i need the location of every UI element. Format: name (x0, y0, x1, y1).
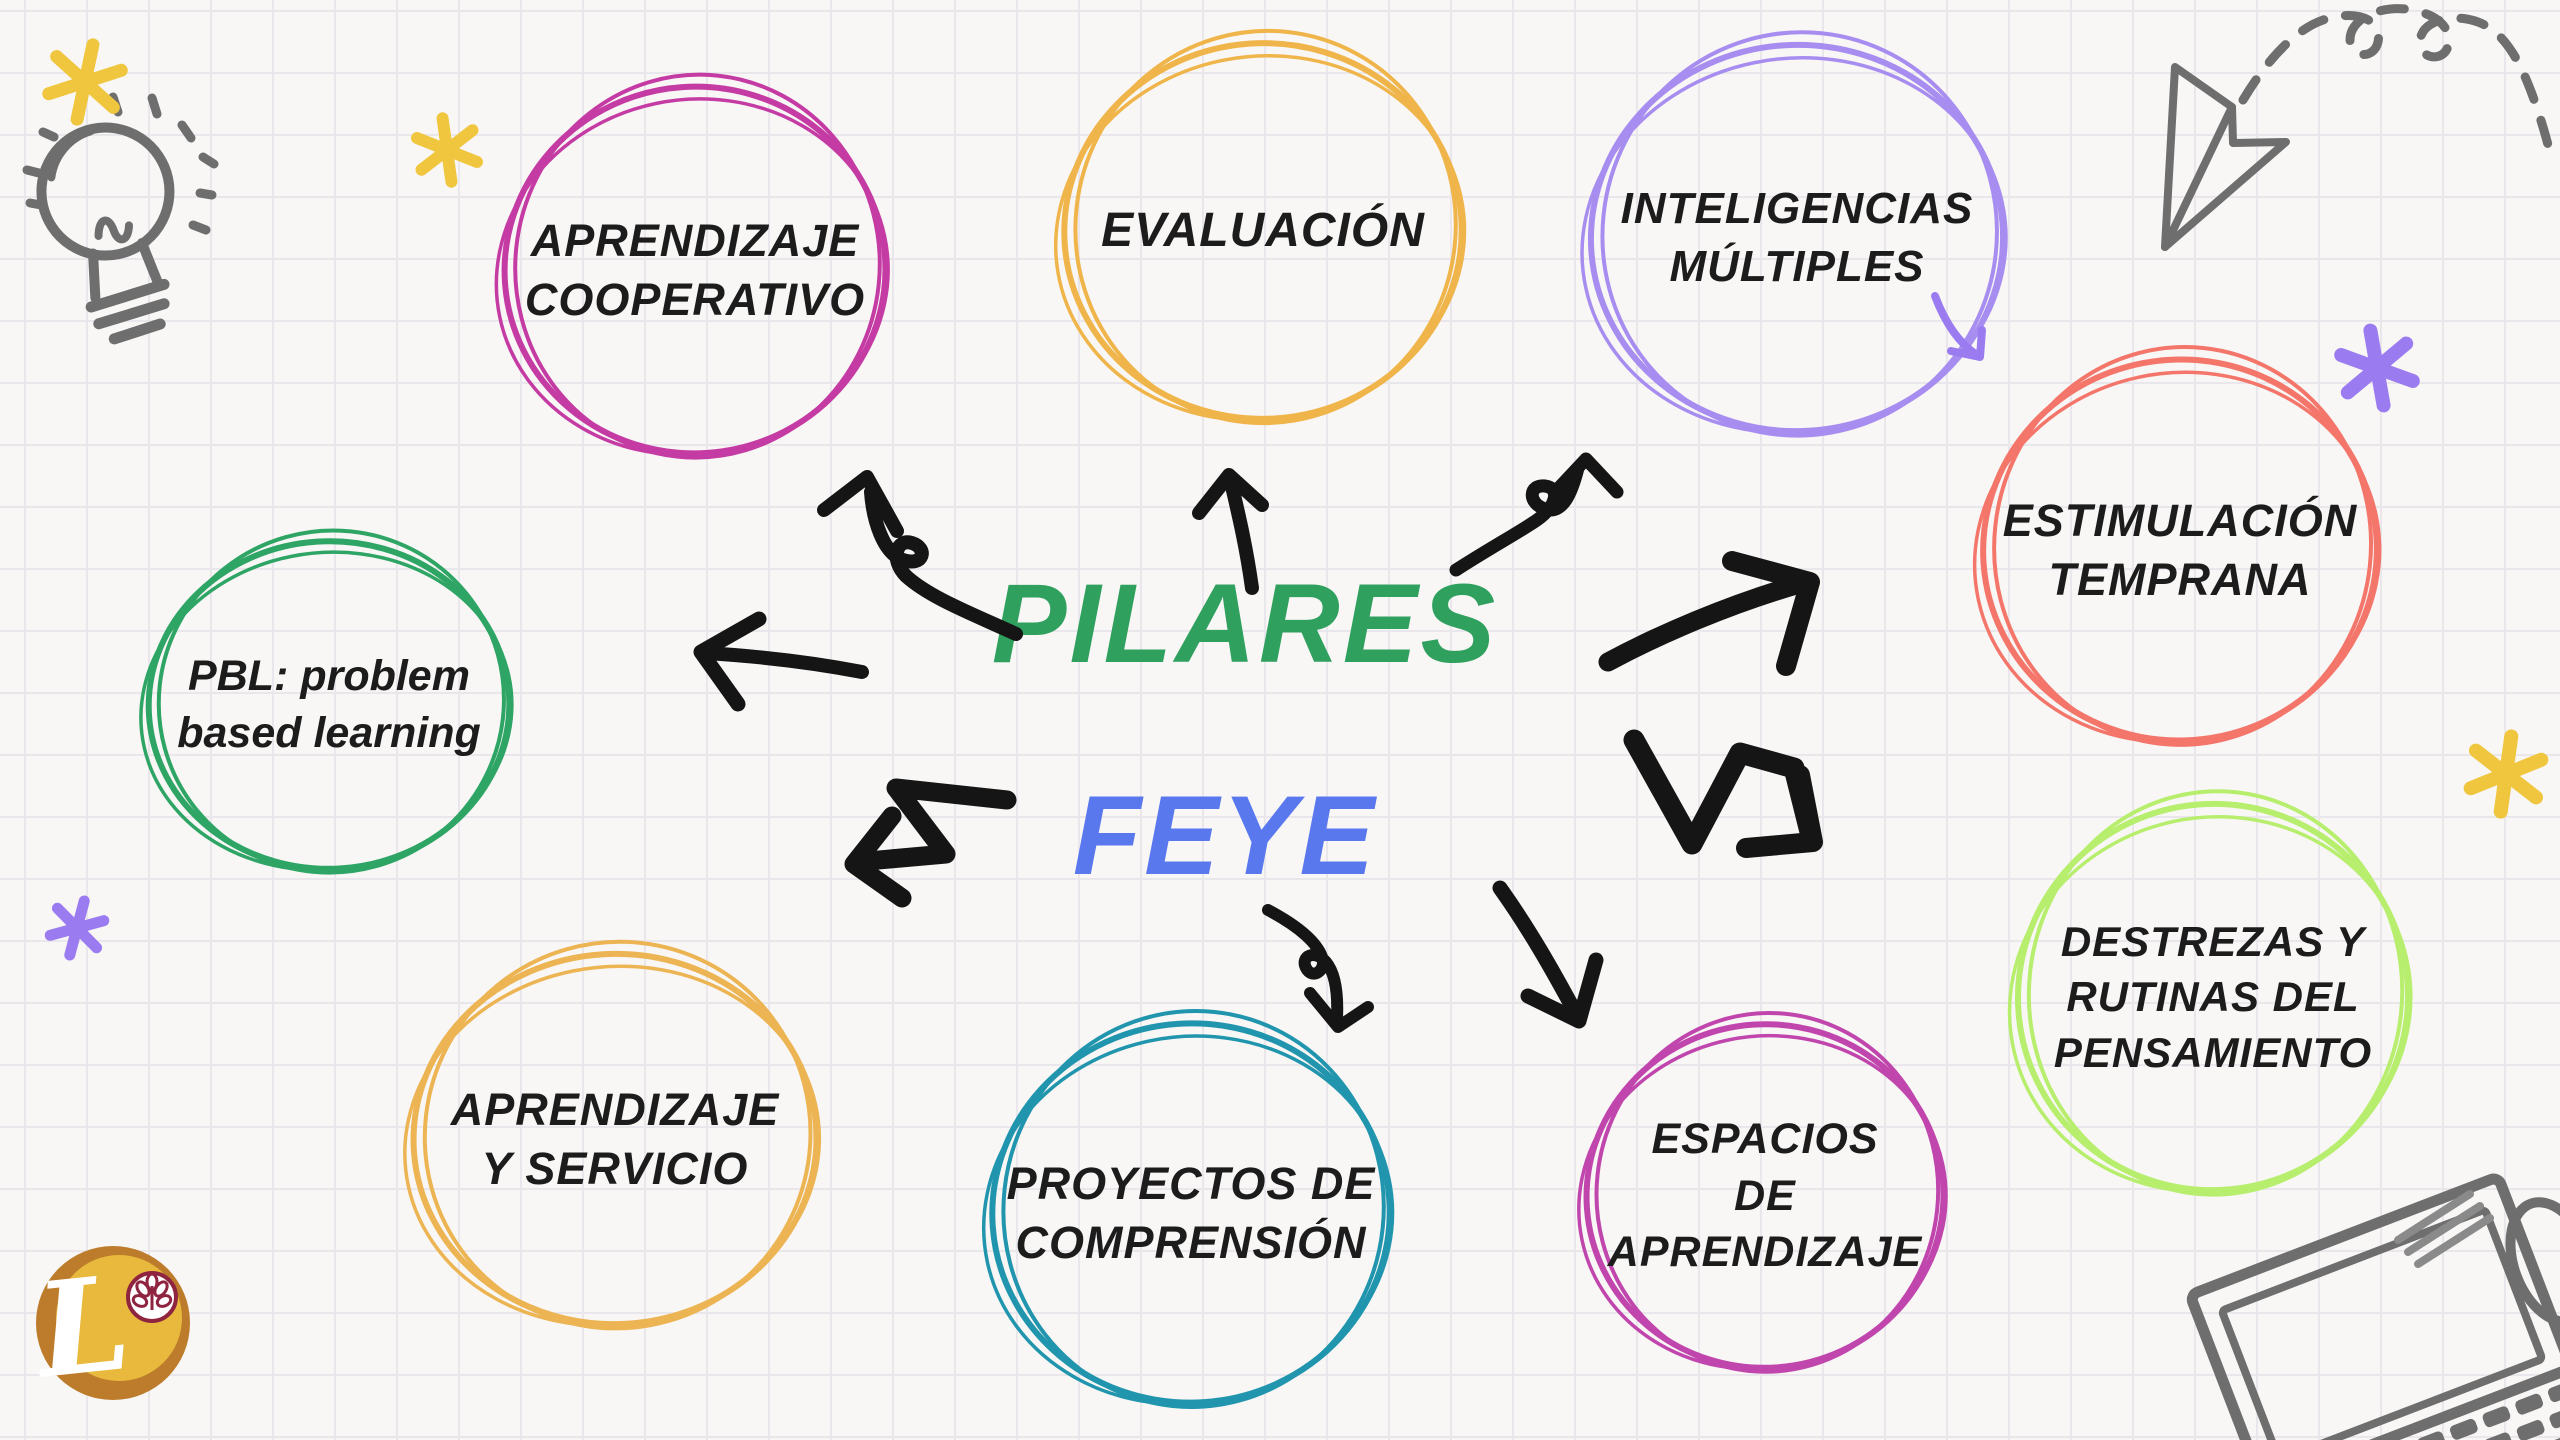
node-label: EVALUACIÓN (1101, 204, 1425, 258)
arrow-to-espacios-icon (1492, 880, 1604, 1029)
node-evaluacion: EVALUACIÓN (1047, 20, 1479, 442)
sparkle-yellow-near-cooperativo-icon (411, 112, 483, 188)
node-espacios-aprendizaje: ESPACIOS DE APRENDIZAJE (1571, 1003, 1959, 1389)
scribble-circle-icon (133, 521, 525, 889)
node-estimulacion-temprana: ESTIMULACIÓN TEMPRANA (1966, 336, 2394, 764)
node-pbl: PBL: problem based learning (133, 521, 525, 889)
arrow-to-pbl-icon (693, 611, 869, 712)
lightbulb-icon (22, 92, 219, 345)
arrow-to-estimulacion-icon (1598, 551, 1820, 676)
scribble-circle-icon (1573, 21, 2021, 455)
plane-trail (2238, 4, 2557, 167)
scribble-circle-icon (396, 931, 834, 1347)
node-label: INTELIGENCIAS MÚLTIPLES (1620, 183, 1974, 291)
title-feye: FEYE (1072, 773, 1378, 898)
scribble-circle-icon (1571, 1003, 1959, 1389)
arrow-to-destrezas-icon (1623, 729, 1823, 858)
sparkle-yellow-right-icon (2463, 729, 2549, 819)
node-aprendizaje-servicio: APRENDIZAJE Y SERVICIO (396, 931, 834, 1347)
node-label: PROYECTOS DE COMPRENSIÓN (1006, 1157, 1376, 1268)
paper-plane-icon (2161, 4, 2557, 251)
sparkle-purple-left-icon (44, 895, 110, 961)
lightbulb-rays (22, 92, 219, 235)
node-label: DESTREZAS Y RUTINAS DEL PENSAMIENTO (2053, 917, 2373, 1076)
sparkle-yellow-topleft-icon (42, 38, 128, 126)
node-label: ESTIMULACIÓN TEMPRANA (2002, 494, 2358, 605)
scribble-circle-icon (488, 64, 902, 476)
logo-letter: L (26, 1246, 137, 1408)
node-label: PBL: problem based learning (177, 652, 481, 757)
scribble-circle-icon (1047, 20, 1479, 442)
node-aprendizaje-cooperativo: APRENDIZAJE COOPERATIVO (488, 64, 902, 476)
laptop-keys (2417, 1381, 2560, 1440)
node-label: APRENDIZAJE COOPERATIVO (524, 214, 866, 325)
title-pilares: PILARES (991, 561, 1499, 686)
hand-blob (2505, 1197, 2560, 1327)
node-destrezas-rutinas: DESTREZAS Y RUTINAS DEL PENSAMIENTO (2001, 780, 2425, 1214)
node-inteligencias-multiples: INTELIGENCIAS MÚLTIPLES (1573, 21, 2021, 455)
page-title: PILARES FEYE (960, 568, 1530, 892)
scribble-circle-icon (975, 1000, 1407, 1426)
scribble-circle-icon (1966, 336, 2394, 764)
node-label: APRENDIZAJE Y SERVICIO (450, 1083, 780, 1194)
logo-tree-icon (131, 1272, 173, 1310)
arrow-to-inteligencias-icon (1449, 452, 1624, 577)
node-proyectos-comprension: PROYECTOS DE COMPRENSIÓN (975, 1000, 1407, 1426)
node-label: ESPACIOS DE APRENDIZAJE (1607, 1114, 1923, 1277)
school-logo: L (26, 1246, 190, 1408)
